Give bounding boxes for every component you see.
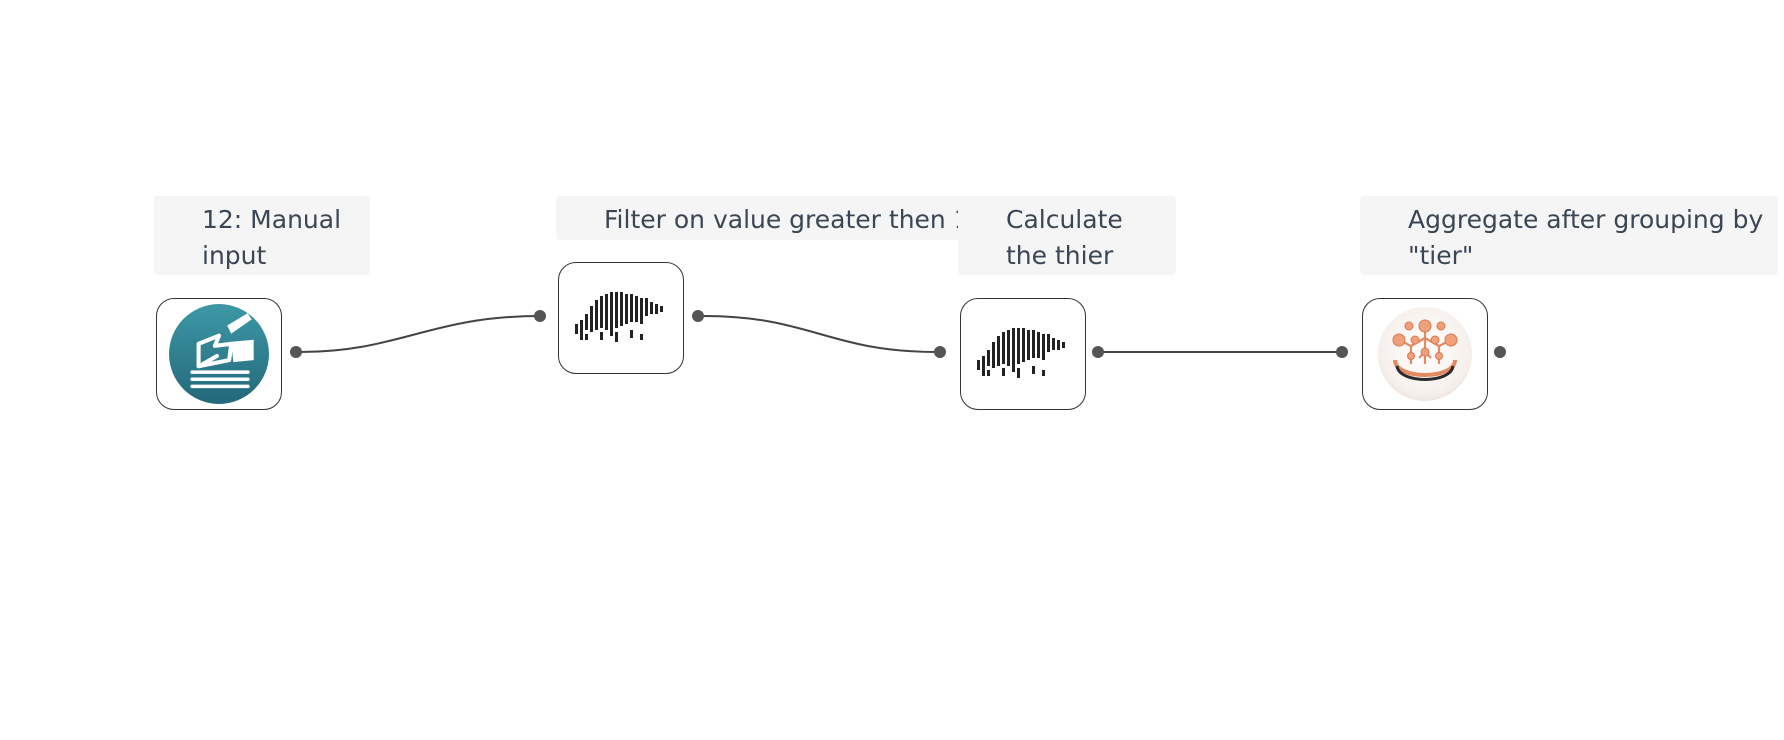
output-port-filter[interactable] [692,310,704,322]
polars-bear-icon [977,328,1065,378]
manual-input-icon [169,304,269,404]
node-aggregate[interactable] [1362,298,1488,410]
node-label-aggregate: Aggregate after grouping by "tier" [1360,196,1778,275]
output-port-calculate[interactable] [1092,346,1104,358]
group-by-aggregate-icon [1378,307,1472,401]
node-label-filter: Filter on value greater then 120 [556,196,1001,240]
node-manual-input[interactable] [156,298,282,410]
edge-manual-to-filter[interactable] [299,315,541,353]
polars-bear-icon [575,292,663,342]
edge-filter-to-calculate[interactable] [703,315,937,353]
node-filter[interactable] [558,262,684,374]
node-calculate[interactable] [960,298,1086,410]
node-label-manual-input: 12: Manual input [154,196,370,275]
output-port-manual-input[interactable] [290,346,302,358]
input-port-filter[interactable] [534,310,546,322]
input-port-aggregate[interactable] [1336,346,1348,358]
node-label-calculate: Calculate the thier [958,196,1176,275]
input-port-calculate[interactable] [934,346,946,358]
output-port-aggregate[interactable] [1494,346,1506,358]
